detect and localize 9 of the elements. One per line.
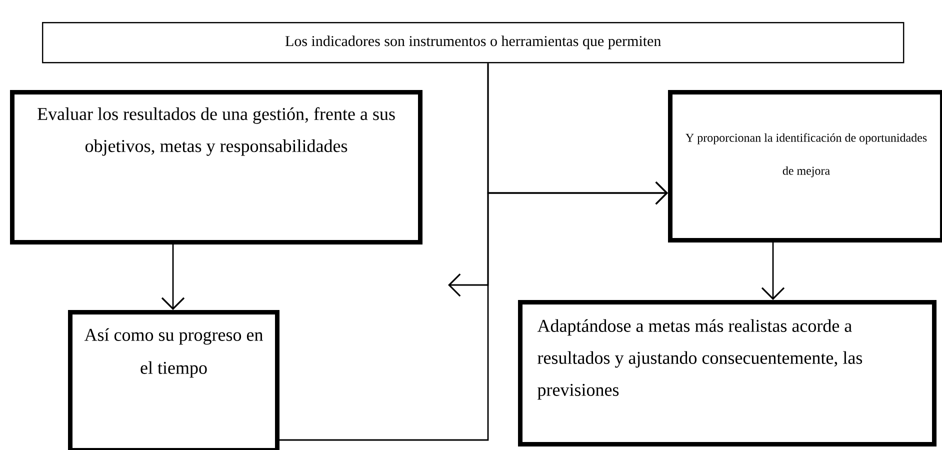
arrow: [280, 181, 668, 441]
arrow: [161, 244, 185, 310]
process-box: Adaptándose a metas más realistas acorde a resultados y ajustando consecuentemente, las previsiones: [518, 300, 937, 446]
process-box: Así como su progreso en el tiempo: [68, 310, 280, 450]
arrow: [761, 242, 785, 300]
process-box: Y proporcionan la identificación de oportunidades de mejora: [668, 90, 942, 242]
arrow: [448, 63, 489, 297]
title-box: Los indicadores son instrumentos o herramientas que permiten: [42, 22, 904, 64]
process-box: Evaluar los resultados de una gestión, frente a sus objetivos, metas y responsabilidades: [10, 90, 422, 244]
